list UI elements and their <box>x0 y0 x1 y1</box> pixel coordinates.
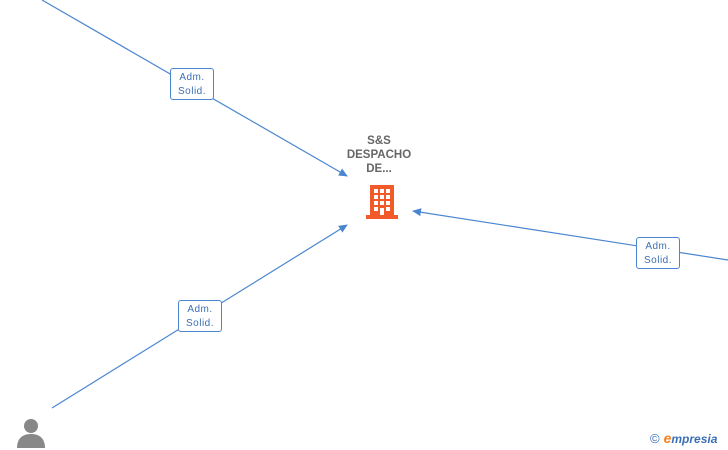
role-line1: Adm. <box>179 72 205 83</box>
company-name[interactable]: S&S DESPACHO DE... <box>330 134 428 176</box>
role-line1: Adm. <box>645 241 671 252</box>
role-label-top-left[interactable]: Adm. Solid. <box>170 68 214 100</box>
role-line2: Solid. <box>185 318 214 329</box>
person-icon[interactable] <box>15 418 47 448</box>
company-name-line: DESPACHO <box>346 149 412 161</box>
empresia-watermark: ©empresia <box>650 430 717 446</box>
role-line1: Adm. <box>187 304 213 315</box>
building-icon[interactable] <box>365 184 399 220</box>
copyright-symbol: © <box>650 431 660 446</box>
role-label-right[interactable]: Adm. Solid. <box>636 237 680 269</box>
company-name-line: DE... <box>366 163 392 175</box>
edge-right <box>412 208 728 261</box>
role-line2: Solid. <box>177 86 206 97</box>
brand-name: mpresia <box>671 432 718 446</box>
company-name-line: S&S <box>367 135 391 147</box>
role-line2: Solid. <box>643 255 672 266</box>
brand-initial: e <box>663 430 672 446</box>
role-label-bottom-left[interactable]: Adm. Solid. <box>178 300 222 332</box>
